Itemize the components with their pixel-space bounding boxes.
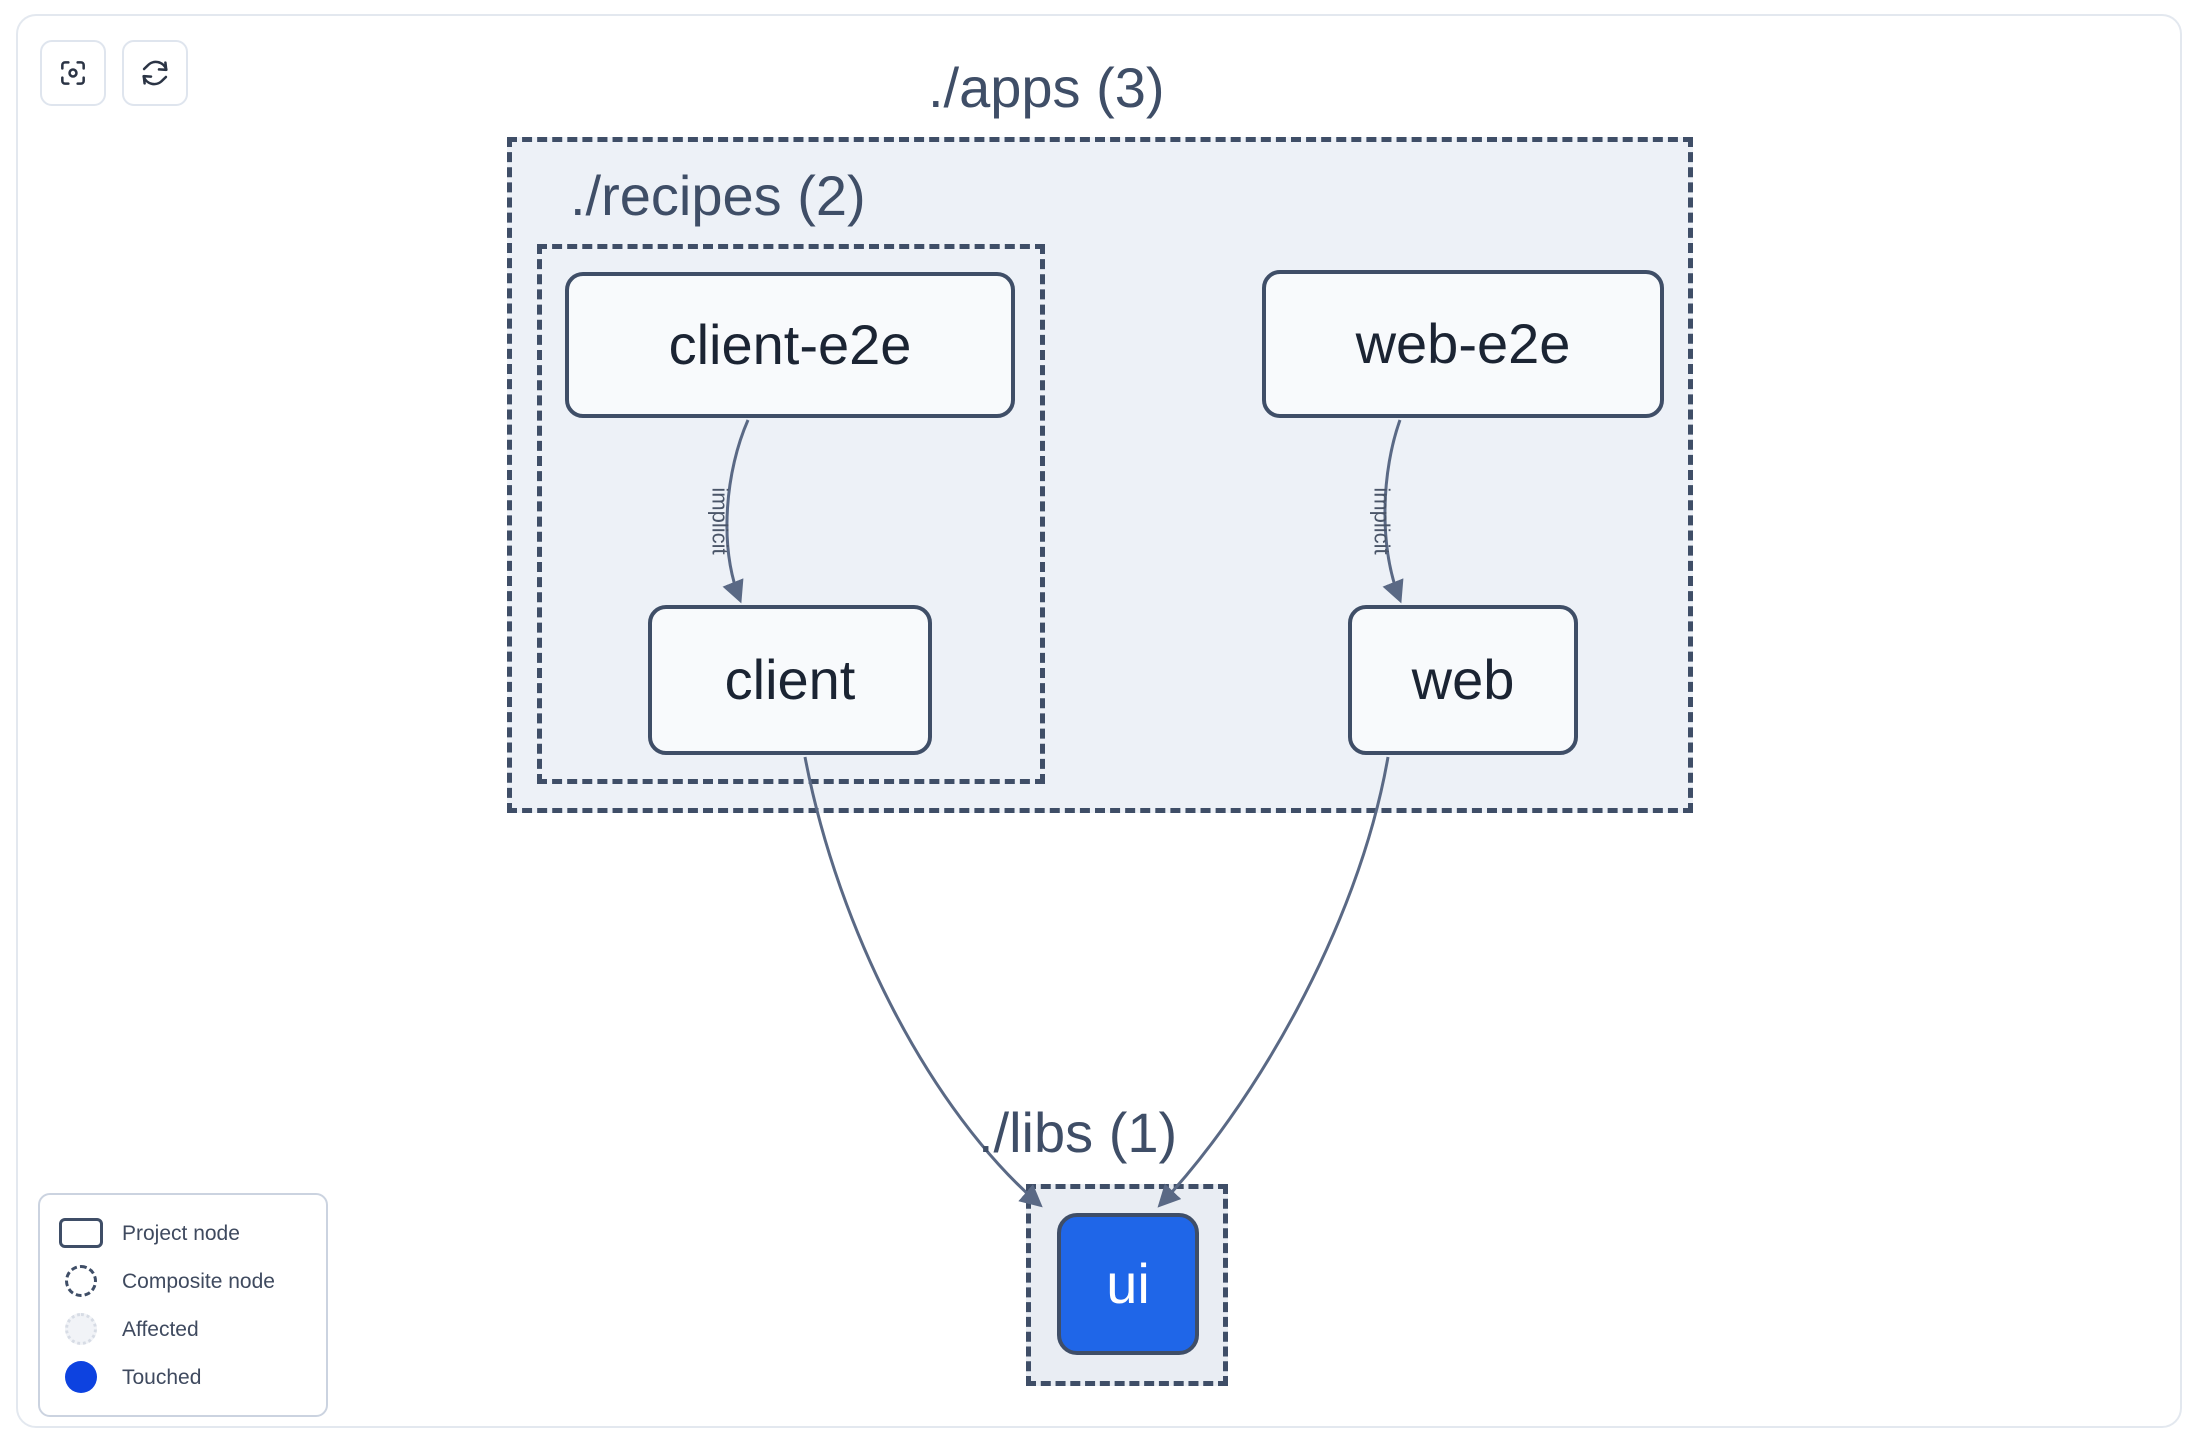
composite-node-swatch [58, 1264, 104, 1298]
edge-web-to-ui [1157, 756, 1390, 1208]
legend-label: Touched [122, 1365, 202, 1389]
legend-label: Composite node [122, 1269, 275, 1293]
legend-label: Project node [122, 1221, 240, 1245]
node-ui[interactable]: ui [1057, 1213, 1199, 1355]
legend-item-project-node: Project node [58, 1209, 308, 1257]
legend-item-composite-node: Composite node [58, 1257, 308, 1305]
refresh-graph-button[interactable] [122, 40, 188, 106]
group-label-libs: ./libs (1) [978, 1101, 1178, 1164]
node-client-e2e[interactable]: client-e2e [565, 272, 1015, 418]
legend-label: Affected [122, 1317, 199, 1341]
refresh-icon [139, 57, 171, 89]
node-client[interactable]: client [648, 605, 932, 755]
legend-item-touched: Touched [58, 1353, 308, 1401]
legend-item-affected: Affected [58, 1305, 308, 1353]
graph-legend: Project node Composite node Affected Tou… [38, 1193, 328, 1417]
focus-target-icon [57, 57, 89, 89]
graph-toolbar [40, 40, 188, 106]
node-web[interactable]: web [1348, 605, 1578, 755]
focus-graph-button[interactable] [40, 40, 106, 106]
group-label-apps: ./apps (3) [928, 56, 1165, 119]
affected-swatch [58, 1312, 104, 1346]
group-label-recipes: ./recipes (2) [570, 164, 866, 227]
touched-swatch [58, 1360, 104, 1394]
edge-label-client-e2e-client: implicit [707, 487, 733, 555]
edge-label-web-e2e-web: implicit [1369, 487, 1395, 555]
project-node-swatch [58, 1216, 104, 1250]
node-web-e2e[interactable]: web-e2e [1262, 270, 1664, 418]
